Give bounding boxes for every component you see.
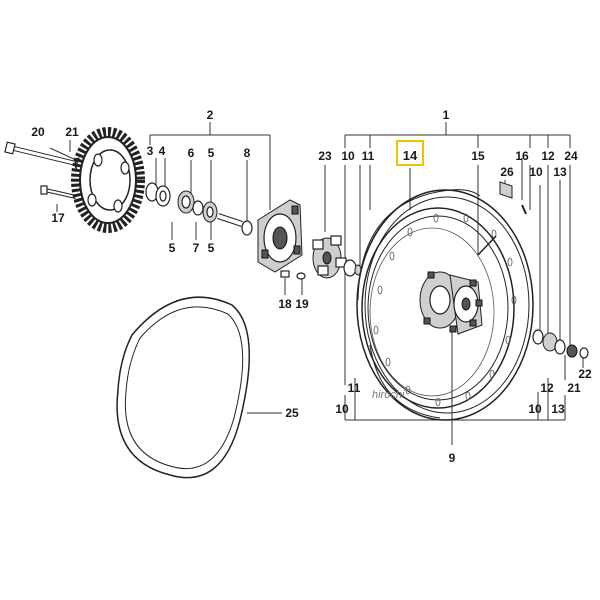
label-13-top: 13 bbox=[553, 165, 567, 179]
label-5-bottom-a: 5 bbox=[169, 241, 176, 255]
right-axle-parts bbox=[532, 329, 589, 359]
highlight-box bbox=[396, 140, 424, 166]
label-15: 15 bbox=[471, 149, 485, 163]
label-26: 26 bbox=[500, 165, 514, 179]
label-5-bottom-b: 5 bbox=[208, 241, 215, 255]
label-10-top-right: 10 bbox=[529, 165, 543, 179]
sprocket-carrier bbox=[257, 199, 303, 273]
label-23: 23 bbox=[318, 149, 332, 163]
label-9: 9 bbox=[449, 451, 456, 465]
rear-wheel bbox=[356, 189, 534, 421]
label-22: 22 bbox=[578, 367, 592, 381]
carrier-nut-washer bbox=[280, 270, 306, 280]
label-11-top: 11 bbox=[362, 149, 375, 163]
axle-spacer bbox=[343, 259, 362, 277]
label-21-left: 21 bbox=[65, 125, 79, 139]
hub-spacers bbox=[145, 182, 253, 236]
label-14: 14 bbox=[403, 148, 418, 163]
label-12-top: 12 bbox=[541, 149, 555, 163]
label-1: 1 bbox=[443, 108, 450, 122]
label-25: 25 bbox=[285, 406, 299, 420]
label-10-top-left: 10 bbox=[341, 149, 355, 163]
label-19: 19 bbox=[295, 297, 309, 311]
label-10-bottom-right: 10 bbox=[528, 402, 542, 416]
drive-belt bbox=[116, 296, 251, 479]
sprocket-bolt bbox=[40, 185, 77, 199]
axle-bolt bbox=[4, 141, 83, 168]
label-16: 16 bbox=[515, 149, 529, 163]
label-5-top: 5 bbox=[208, 146, 215, 160]
label-7: 7 bbox=[193, 241, 200, 255]
part-labels: 1 2 3 4 6 5 8 20 21 17 5 7 5 18 19 23 10… bbox=[31, 108, 592, 465]
label-3: 3 bbox=[147, 144, 154, 158]
label-17: 17 bbox=[51, 211, 65, 225]
label-12-bottom: 12 bbox=[540, 381, 554, 395]
label-10-bottom-left: 10 bbox=[335, 402, 349, 416]
label-21-right: 21 bbox=[567, 381, 581, 395]
label-8: 8 bbox=[244, 146, 251, 160]
balance-weight bbox=[499, 181, 527, 215]
label-13-bottom: 13 bbox=[551, 402, 565, 416]
label-2: 2 bbox=[207, 108, 214, 122]
cush-drive-damper bbox=[312, 235, 347, 279]
label-4: 4 bbox=[159, 144, 166, 158]
rear-sprocket bbox=[71, 127, 145, 233]
label-6: 6 bbox=[188, 146, 195, 160]
label-11-bottom: 11 bbox=[348, 381, 361, 395]
label-24: 24 bbox=[564, 149, 578, 163]
watermark: hirochi bbox=[372, 389, 405, 401]
label-20: 20 bbox=[31, 125, 45, 139]
label-18: 18 bbox=[278, 297, 292, 311]
